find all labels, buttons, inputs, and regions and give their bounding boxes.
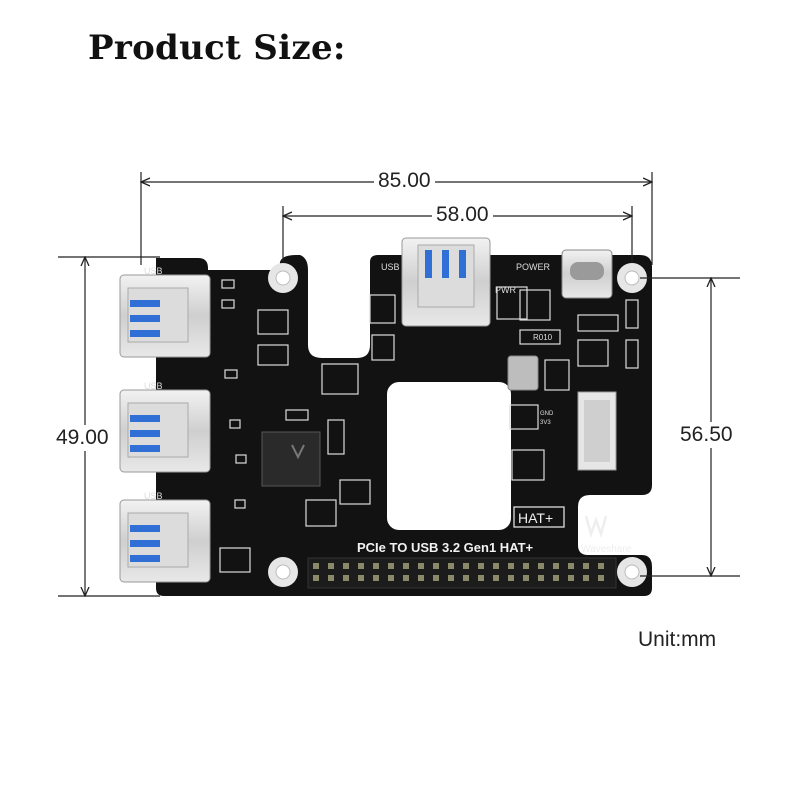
header-pin xyxy=(403,575,409,581)
dimension-width-overall: 85.00 xyxy=(374,170,435,192)
pwr-label: PWR xyxy=(495,285,516,295)
header-pin xyxy=(583,563,589,569)
usb-label-1: USB xyxy=(144,266,163,276)
header-pin xyxy=(343,563,349,569)
header-pin xyxy=(598,563,604,569)
header-pin xyxy=(418,563,424,569)
header-pin xyxy=(433,575,439,581)
header-pin xyxy=(403,563,409,569)
gnd-label: GND xyxy=(540,411,554,417)
header-pin xyxy=(523,575,529,581)
header-pin xyxy=(463,575,469,581)
header-pin xyxy=(448,563,454,569)
usb-label-3: USB xyxy=(144,491,163,501)
header-pin xyxy=(523,563,529,569)
resistor-label: R010 xyxy=(533,333,553,342)
header-pin xyxy=(358,563,364,569)
usb-port-1 xyxy=(119,274,211,358)
header-pin xyxy=(538,563,544,569)
header-pin xyxy=(328,575,334,581)
header-pin xyxy=(583,575,589,581)
header-pin xyxy=(508,563,514,569)
header-pin xyxy=(388,563,394,569)
v3-label: 3V3 xyxy=(540,420,551,426)
smd-components xyxy=(219,279,639,573)
waveshare-logo-icon xyxy=(584,515,608,539)
board-cutout xyxy=(387,382,511,530)
brand-name: Waveshare xyxy=(581,544,632,555)
header-pin xyxy=(448,575,454,581)
power-label: POWER xyxy=(516,262,551,272)
header-pin xyxy=(358,575,364,581)
unit-label: Unit:mm xyxy=(638,628,717,651)
header-pin xyxy=(553,563,559,569)
page-title: Product Size: xyxy=(88,28,346,68)
hat-badge: HAT+ xyxy=(518,510,553,526)
header-pin xyxy=(373,575,379,581)
header-pin xyxy=(493,575,499,581)
inductor xyxy=(507,355,539,391)
usb-port-2 xyxy=(119,389,211,473)
header-pin xyxy=(343,575,349,581)
header-pin xyxy=(478,563,484,569)
mounting-holes xyxy=(268,263,647,587)
header-pin xyxy=(463,563,469,569)
header-pin xyxy=(553,575,559,581)
main-chip xyxy=(261,431,321,487)
hat-badge-frame xyxy=(513,506,565,528)
header-pin xyxy=(313,563,319,569)
gpio-header xyxy=(307,557,617,589)
header-pin xyxy=(493,563,499,569)
header-pin xyxy=(373,563,379,569)
header-pin xyxy=(433,563,439,569)
header-pin xyxy=(538,575,544,581)
header-pin xyxy=(568,563,574,569)
header-pin xyxy=(418,575,424,581)
header-pin xyxy=(313,575,319,581)
usb-label-2: USB xyxy=(144,381,163,391)
usb-port-3 xyxy=(119,499,211,583)
header-pin xyxy=(568,575,574,581)
dimension-hole-spacing: 58.00 xyxy=(432,204,493,226)
header-pin xyxy=(508,575,514,581)
header-pin xyxy=(598,575,604,581)
header-pin xyxy=(478,575,484,581)
board-name: PCIe TO USB 3.2 Gen1 HAT+ xyxy=(357,540,534,555)
dimension-height-inner: 56.50 xyxy=(680,422,733,448)
usb-label-top: USB xyxy=(381,262,400,272)
header-pin xyxy=(388,575,394,581)
header-pin xyxy=(328,563,334,569)
dimension-height-overall: 49.00 xyxy=(56,425,109,451)
usb-port-top xyxy=(401,237,491,327)
